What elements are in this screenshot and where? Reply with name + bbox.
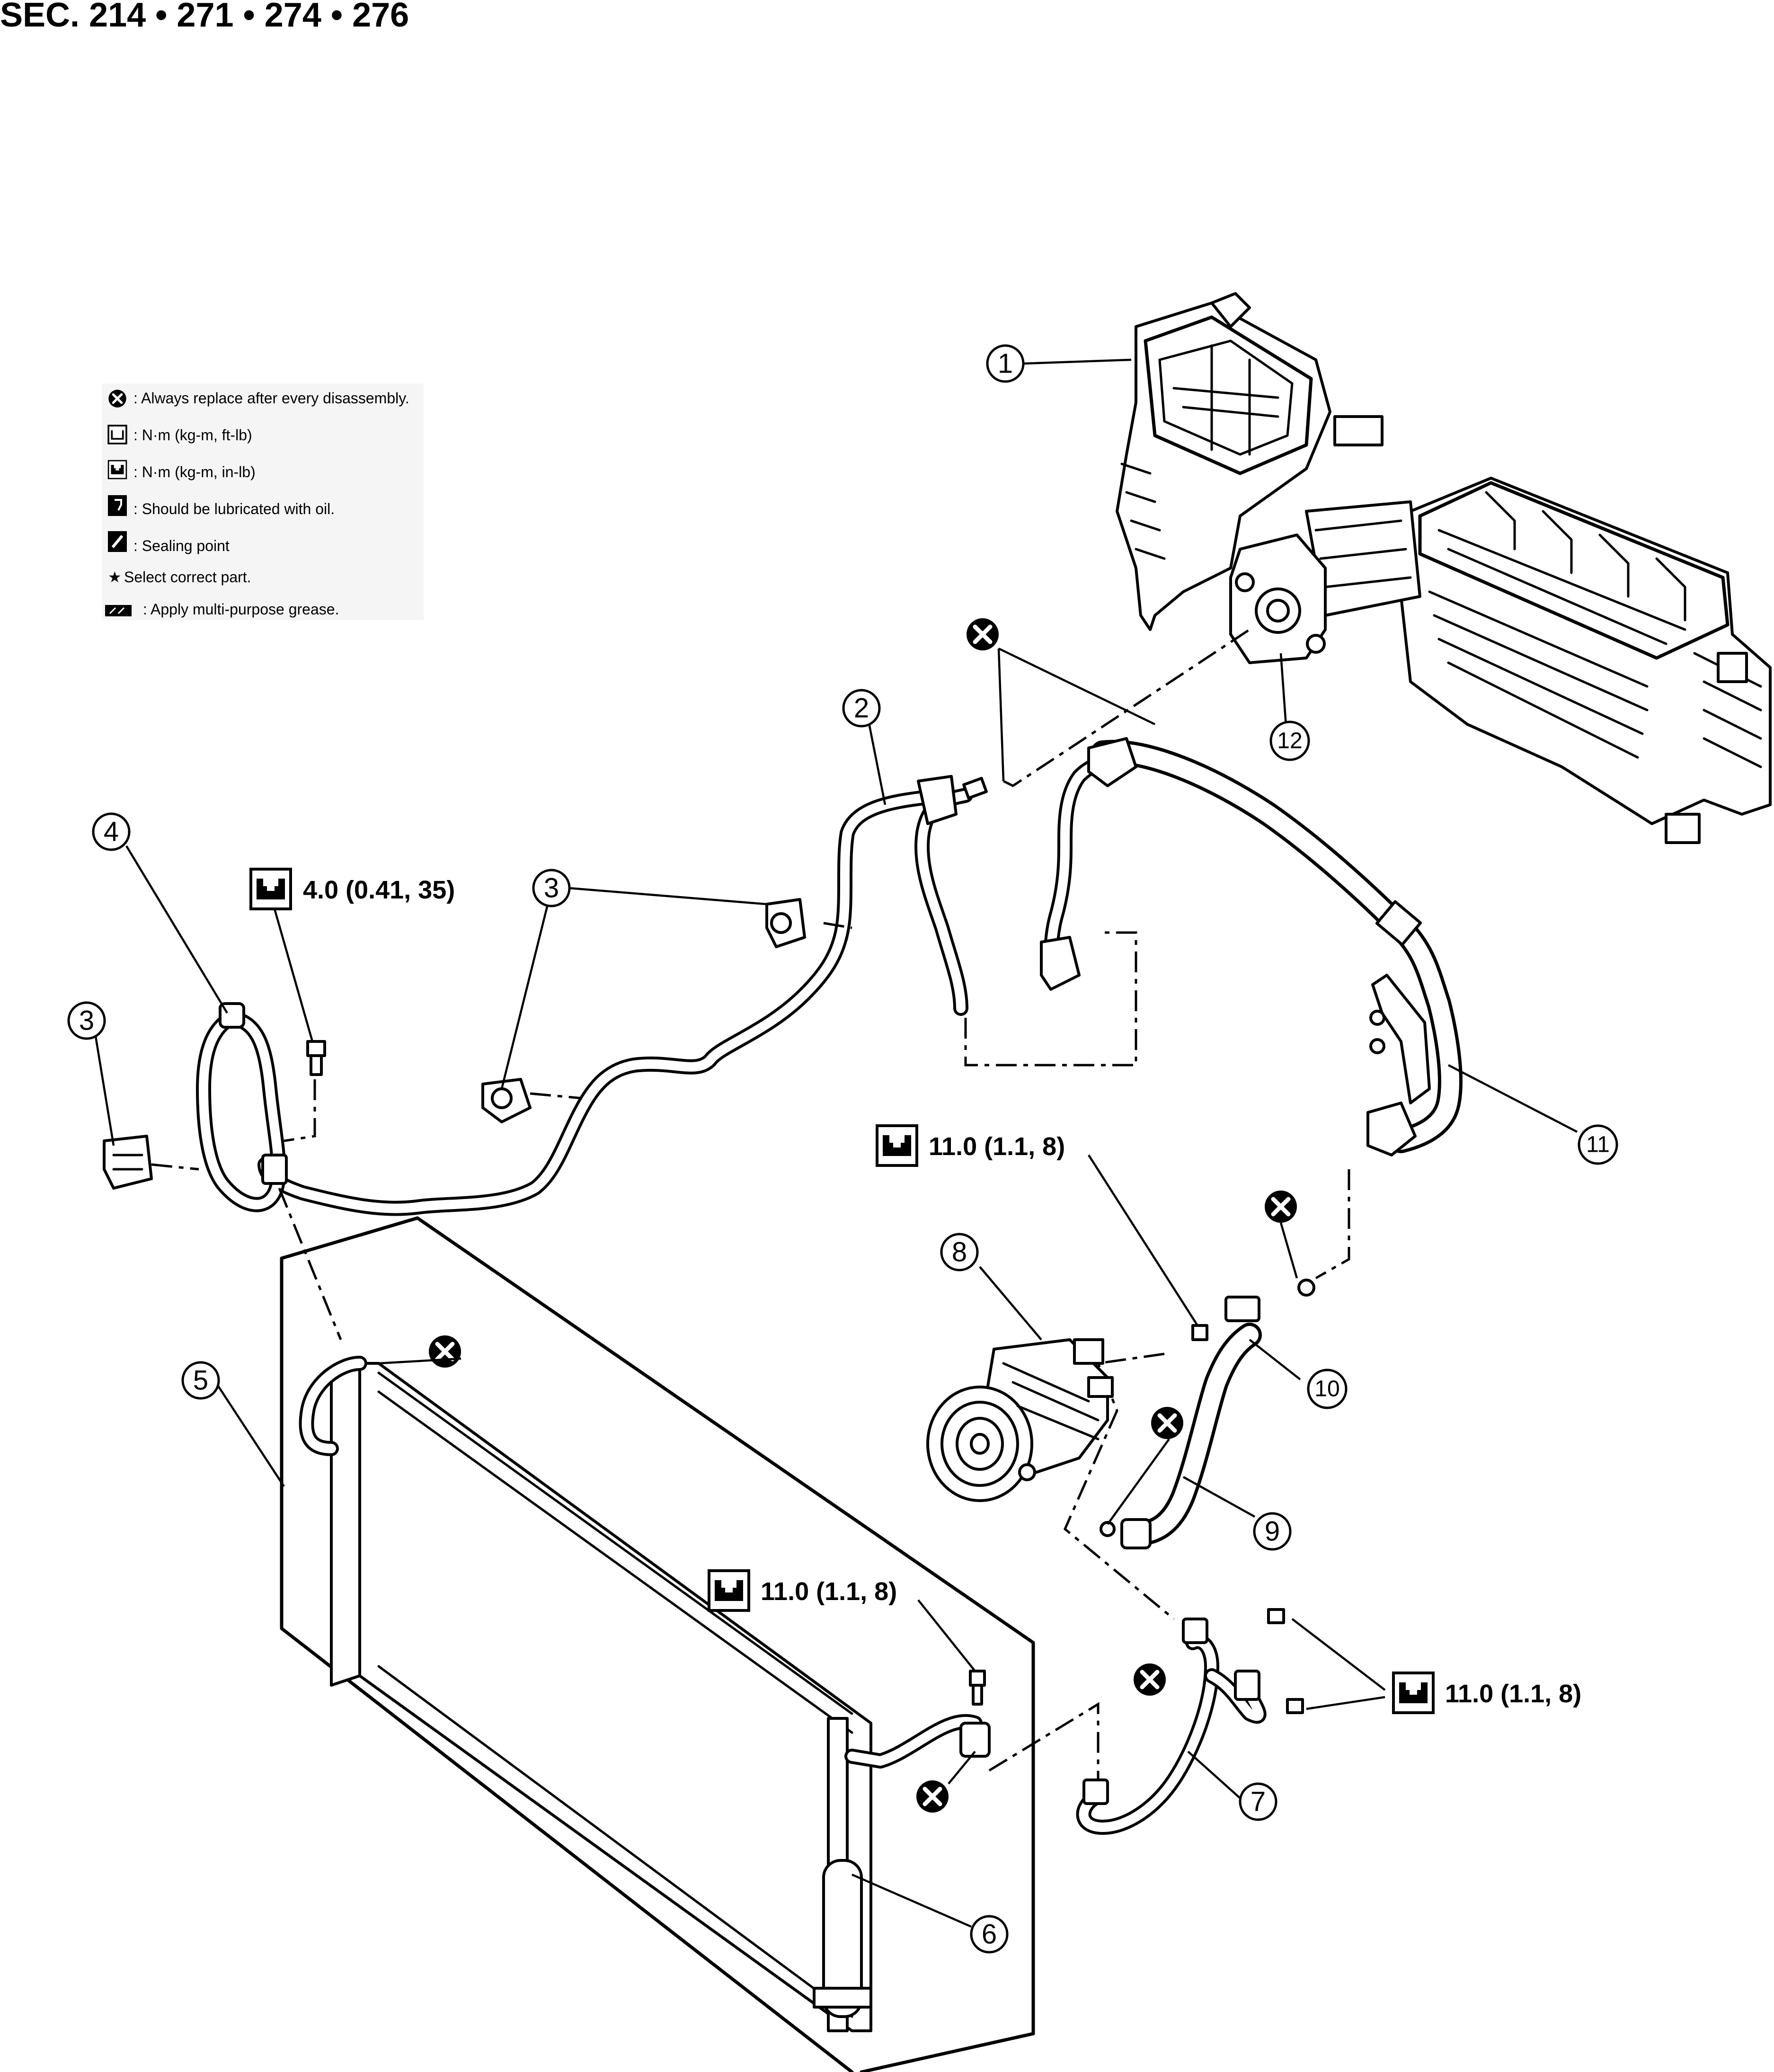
- always-replace-icon: [1134, 1663, 1166, 1696]
- callout-9: 9: [1253, 1512, 1292, 1551]
- torque-icon: [251, 869, 291, 909]
- compressor-hoses: [1076, 1279, 1315, 1835]
- star-icon: ★: [108, 569, 122, 586]
- svg-text:3: 3: [79, 1005, 94, 1036]
- callout-11: 11: [1578, 1124, 1618, 1165]
- svg-text:2: 2: [854, 693, 869, 724]
- svg-text:1: 1: [998, 348, 1013, 379]
- pipe-clip: [103, 898, 806, 1190]
- callout-7: 7: [1239, 1782, 1277, 1821]
- callout-2: 2: [842, 689, 881, 728]
- svg-text:5: 5: [193, 1365, 208, 1396]
- low-pressure-hose: [1091, 740, 1463, 1156]
- sealing-point-icon: [108, 531, 127, 552]
- callout-12: 12: [1269, 720, 1310, 761]
- callout-3: 3: [67, 1001, 106, 1040]
- always-replace-icon: [1151, 1407, 1183, 1439]
- compressor: [926, 1338, 1114, 1502]
- always-replace-icon: [108, 390, 126, 407]
- grease-icon: [105, 605, 132, 616]
- legend-item-grease: : Apply multi-purpose grease.: [143, 601, 339, 618]
- svg-text:4: 4: [104, 817, 119, 847]
- legend: : Always replace after every disassembly…: [102, 383, 424, 620]
- torque-label-condenser: 11.0 (1.1, 8): [761, 1577, 897, 1606]
- leader-lines: [94, 358, 1578, 1928]
- callout-3: 3: [532, 869, 571, 907]
- svg-text:12: 12: [1277, 729, 1302, 754]
- callout-8: 8: [940, 1233, 979, 1272]
- always-replace-icon: [916, 1780, 949, 1813]
- section-header: SEC. 214 • 271 • 274 • 276: [0, 0, 409, 34]
- torque-icon: [709, 1571, 749, 1610]
- always-replace-icon: [429, 1335, 461, 1368]
- callout-6: 6: [970, 1915, 1009, 1954]
- svg-text:7: 7: [1251, 1787, 1266, 1817]
- torque-icon: [1393, 1673, 1433, 1713]
- torque-label-bracket: 4.0 (0.41, 35): [303, 876, 455, 904]
- torque-label-low-pipe: 11.0 (1.1, 8): [1445, 1680, 1581, 1708]
- hvac-unit: [1116, 292, 1772, 844]
- svg-text:11: 11: [1586, 1132, 1610, 1157]
- legend-item-select-part: Select correct part.: [124, 569, 251, 586]
- torque-label-compressor: 11.0 (1.1, 8): [929, 1132, 1065, 1161]
- condenser: [280, 1216, 1035, 2072]
- always-replace-icon: [1265, 1191, 1297, 1223]
- svg-text:8: 8: [952, 1237, 967, 1268]
- legend-item-sealing: : Sealing point: [133, 537, 230, 554]
- torque-icon: [877, 1126, 917, 1165]
- assembly-lines: [151, 628, 1350, 1799]
- always-replace-icon: [967, 618, 999, 650]
- svg-text:3: 3: [544, 873, 559, 904]
- high-pressure-pipe: [196, 737, 1137, 1216]
- oil-can-icon: [108, 495, 127, 516]
- legend-item-replace: : Always replace after every disassembly…: [133, 390, 409, 407]
- callout-1: 1: [986, 344, 1025, 383]
- legend-item-torque-ft-lb: : N·m (kg-m, ft-lb): [133, 427, 252, 444]
- torque-ft-lb-icon: [107, 425, 127, 445]
- callout-4: 4: [92, 812, 131, 851]
- svg-text:9: 9: [1265, 1516, 1280, 1547]
- callout-5: 5: [181, 1361, 220, 1400]
- torque-in-lb-icon: [107, 460, 127, 480]
- callout-10: 10: [1307, 1369, 1348, 1409]
- legend-item-lubricate: : Should be lubricated with oil.: [133, 500, 335, 517]
- legend-item-torque-in-lb: : N·m (kg-m, in-lb): [133, 463, 256, 480]
- svg-text:10: 10: [1314, 1377, 1339, 1402]
- svg-text:6: 6: [982, 1919, 997, 1950]
